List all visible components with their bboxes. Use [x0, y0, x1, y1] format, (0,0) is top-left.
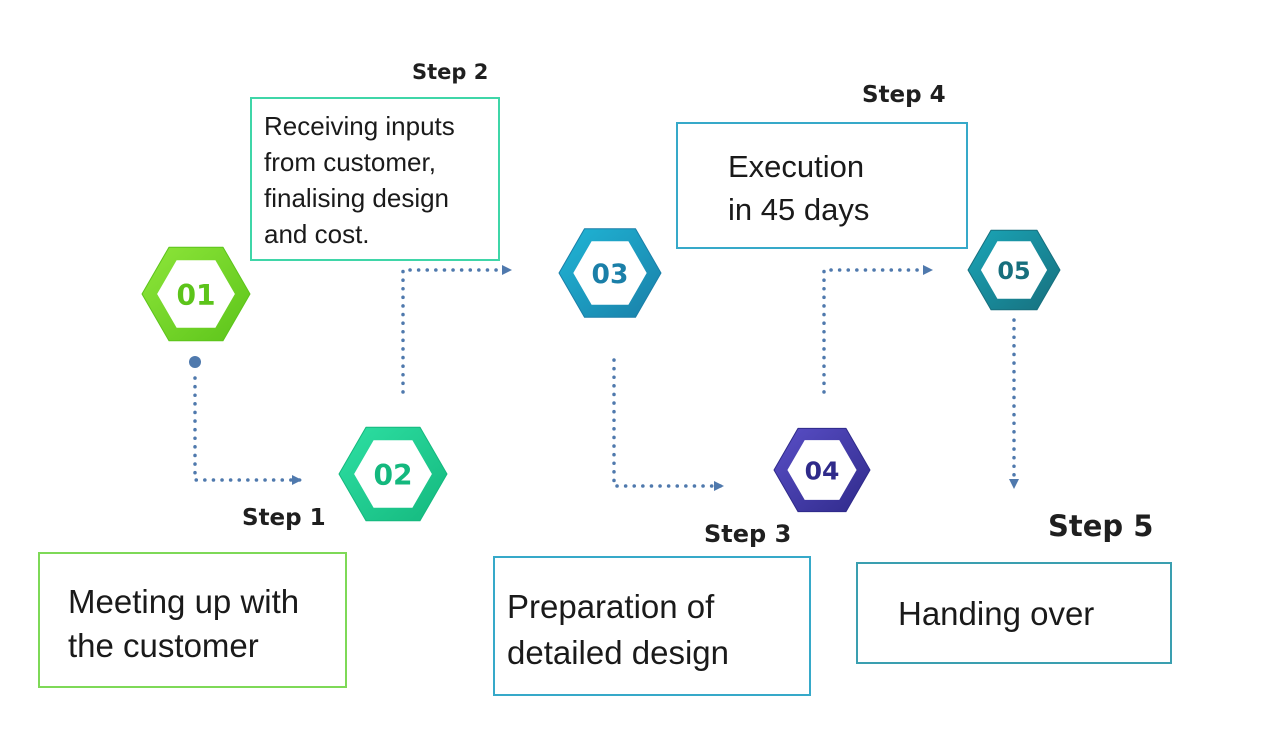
step-3-hexagon-inner: [573, 241, 647, 305]
step-4-number: 04: [805, 457, 840, 486]
step-2-number: 02: [373, 459, 412, 492]
step-2-description: Receiving inputs from customer, finalisi…: [250, 97, 500, 261]
step-4-hexagon: 04: [773, 427, 871, 513]
connector-01-to-02: [193, 376, 302, 485]
step-1-description: Meeting up with the customer: [38, 552, 347, 688]
step-3-number: 03: [592, 259, 629, 290]
step-4-line-2: in 45 days: [728, 192, 870, 227]
connector-03-to-04: [612, 358, 724, 491]
step-4-label: Step 4: [862, 82, 946, 108]
step-3-line-2: detailed design: [507, 634, 730, 671]
step-5-label: Step 5: [1048, 509, 1154, 543]
step-2-hexagon: 02: [338, 426, 448, 522]
step-2-line-2: from customer,: [264, 147, 436, 177]
step-2-line-4: and cost.: [264, 219, 370, 249]
step-4-description: Execution in 45 days: [676, 122, 968, 249]
hexagons: 01 02 03 04 05: [141, 228, 1061, 522]
step-2-label: Step 2: [412, 60, 489, 84]
step-3-line-1: Preparation of: [507, 588, 715, 625]
step-1-number: 01: [176, 279, 215, 312]
step-3-label: Step 3: [704, 520, 792, 548]
connectors: [189, 265, 1019, 491]
step-5-hexagon: 05: [967, 229, 1061, 311]
connector-04-to-05: [822, 265, 933, 394]
step-5-line-1: Handing over: [898, 595, 1095, 632]
step-2-line-1: Receiving inputs: [264, 111, 455, 141]
step-1-hexagon: 01: [141, 246, 251, 342]
step-4-line-1: Execution: [728, 149, 865, 184]
step-2-hexagon-inner: [354, 440, 432, 508]
step-1-line-2: the customer: [68, 627, 259, 664]
step-5-description: Handing over: [856, 562, 1172, 664]
step-1-hexagon-inner: [157, 260, 235, 328]
step-5-hexagon-inner: [980, 241, 1048, 299]
step-2-line-3: finalising design: [264, 183, 450, 213]
connector-02-to-03: [401, 265, 512, 394]
step-3-description: Preparation of detailed design: [493, 556, 811, 696]
step-1-label: Step 1: [242, 505, 326, 531]
step-1-line-1: Meeting up with: [68, 583, 300, 620]
step-4-hexagon-inner: [787, 440, 857, 500]
step-5-number: 05: [997, 257, 1030, 285]
step-3-hexagon: 03: [558, 228, 662, 318]
connector-start-dot: [189, 356, 201, 368]
